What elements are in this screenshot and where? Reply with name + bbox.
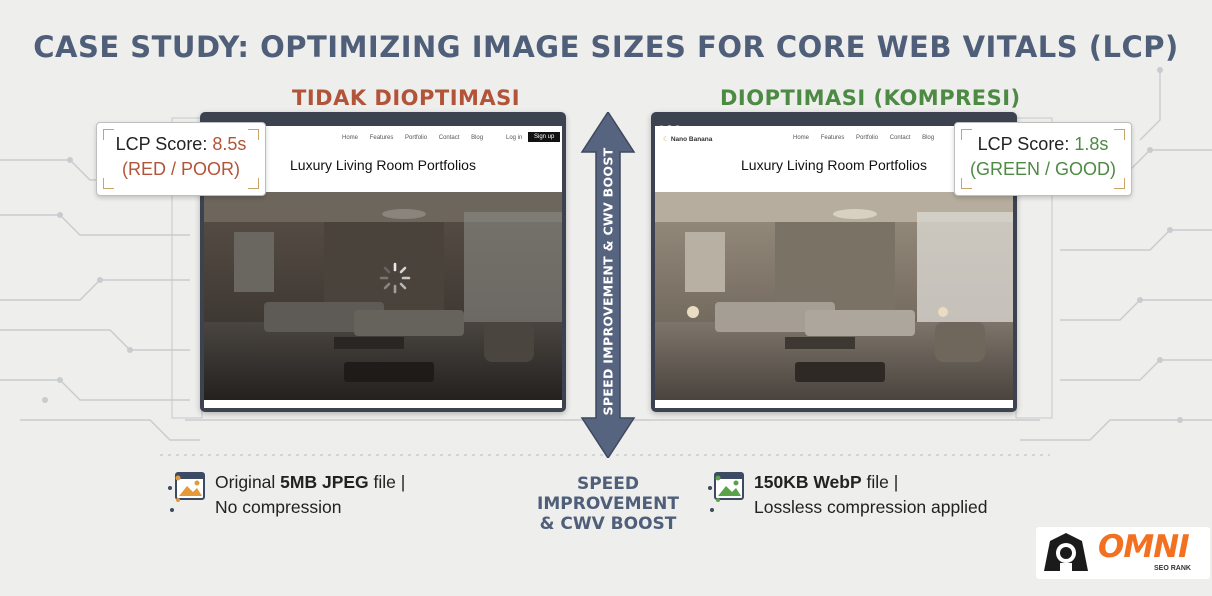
nav-link-contact[interactable]: Contact — [438, 135, 460, 141]
signup-button[interactable]: Sign up — [528, 132, 561, 142]
brand-tagline: SEO RANK — [1154, 565, 1191, 572]
arrow-label-text: SPEED IMPROVEMENT & CWV BOOST — [600, 147, 616, 415]
decorative-dots — [168, 475, 181, 512]
double-arrow-icon — [580, 112, 636, 458]
nav-link-home[interactable]: Home — [342, 135, 359, 141]
lcp-score-card-good: LCP Score: 1.8s (GREEN / GOOD) — [954, 122, 1132, 196]
unoptimized-heading: TIDAK DIOPTIMASI — [292, 86, 521, 110]
lcp-rating: (RED / POOR) — [121, 159, 240, 179]
lcp-rating: (GREEN / GOOD) — [969, 159, 1116, 179]
file-size-format: 5MB JPEG — [280, 472, 369, 492]
page-heading: Luxury Living Room Portfolios — [741, 157, 927, 173]
nav-link-blog[interactable]: Blog — [471, 135, 484, 141]
page-heading: Luxury Living Room Portfolios — [290, 157, 476, 173]
nav-link-contact[interactable]: Contact — [889, 135, 911, 141]
nav-link-blog[interactable]: Blog — [922, 135, 935, 141]
lcp-label: LCP Score: — [977, 134, 1070, 154]
nav-link-features[interactable]: Features — [820, 135, 845, 141]
unoptimized-file-info: Original 5MB JPEG file | No compression — [175, 470, 405, 520]
nav-link-portfolio[interactable]: Portfolio — [405, 135, 428, 141]
mascot-emblem-icon — [1044, 533, 1088, 571]
caption-line-2: IMPROVEMENT — [537, 494, 679, 514]
file-desc-suffix: file | — [861, 472, 899, 492]
file-size-format: 150KB WebP — [754, 472, 862, 492]
lcp-value: 1.8s — [1074, 134, 1109, 154]
brand-name: OMNI — [1098, 529, 1190, 565]
site-nav: Home Features Portfolio Contact Blog Log… — [204, 132, 562, 146]
arrow-label: SPEED IMPROVEMENT & CWV BOOST — [598, 124, 618, 438]
file-compression-note: Lossless compression applied — [754, 497, 988, 517]
decorative-dots — [708, 475, 721, 512]
nav-link-home[interactable]: Home — [793, 135, 810, 141]
file-desc-suffix: file | — [368, 472, 406, 492]
lcp-label: LCP Score: — [115, 134, 208, 154]
window-controls — [659, 117, 683, 130]
optimized-file-info: 150KB WebP file | Lossless compression a… — [714, 470, 987, 520]
living-room-image-unoptimized — [204, 192, 562, 400]
banana-icon: ☾ — [663, 136, 669, 143]
caption-line-1: SPEED — [576, 474, 640, 494]
unoptimized-browser-window: Home Features Portfolio Contact Blog Log… — [200, 112, 566, 412]
nav-link-features[interactable]: Features — [369, 135, 394, 141]
file-desc-prefix: Original — [215, 472, 281, 492]
lcp-score-card-poor: LCP Score: 8.5s (RED / POOR) — [96, 122, 266, 196]
optimized-browser-window: ☾Nano Banana Home Features Portfolio Con… — [651, 112, 1017, 412]
site-nav: ☾Nano Banana Home Features Portfolio Con… — [655, 132, 1013, 146]
image-file-icon — [175, 472, 205, 500]
site-logo-text: Nano Banana — [670, 136, 713, 143]
speed-improvement-caption: SPEED IMPROVEMENT & CWV BOOST — [528, 474, 688, 534]
living-room-image-optimized — [655, 192, 1013, 400]
login-link[interactable]: Log in — [506, 135, 523, 141]
optimized-heading: DIOPTIMASI (KOMPRESI) — [720, 86, 1021, 110]
caption-line-3: & CWV BOOST — [539, 514, 677, 534]
file-compression-note: No compression — [215, 497, 342, 517]
loading-spinner-icon — [379, 262, 411, 294]
unoptimized-page: Home Features Portfolio Contact Blog Log… — [204, 126, 562, 408]
site-logo[interactable]: ☾Nano Banana — [663, 135, 712, 143]
lcp-value: 8.5s — [212, 134, 247, 154]
image-file-icon — [714, 472, 744, 500]
omni-seo-rank-logo: OMNI SEO RANK — [1036, 527, 1210, 579]
optimized-page: ☾Nano Banana Home Features Portfolio Con… — [655, 126, 1013, 408]
nav-link-portfolio[interactable]: Portfolio — [856, 135, 879, 141]
case-study-title: CASE STUDY: OPTIMIZING IMAGE SIZES FOR C… — [33, 30, 1179, 64]
